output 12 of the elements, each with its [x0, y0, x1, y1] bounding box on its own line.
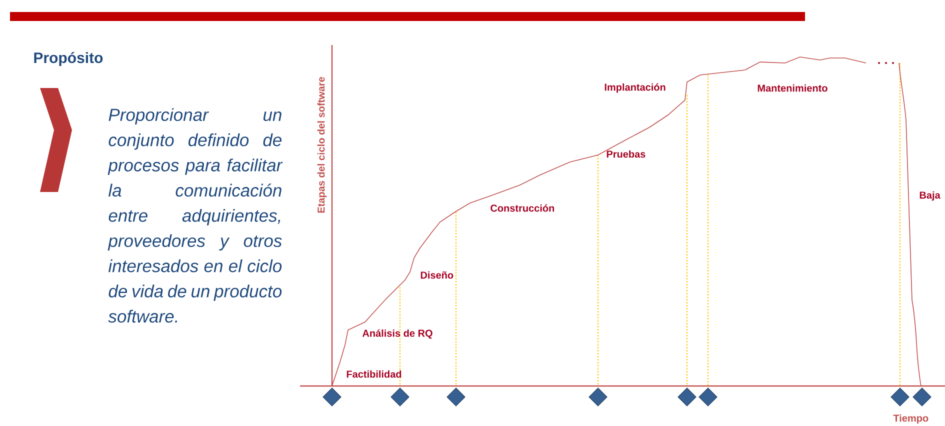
stage-label: Diseño	[420, 271, 454, 279]
stage-label: Análisis de RQ	[362, 329, 432, 339]
description-text: Proporcionar un conjunto definido de procesos para facilitar la comunicación entre adquirientes, proveedores y otros interesados en el ciclo de vida de un producto software.	[108, 108, 283, 323]
stage-label: Implantación	[604, 83, 666, 93]
stage-label: Mantenimiento	[758, 84, 828, 92]
axis-label: Etapas del ciclo del software	[317, 77, 327, 213]
stage-label: Factibilidad	[346, 370, 402, 378]
axis-label: Tiempo	[893, 414, 928, 424]
stage-label: Pruebas	[606, 150, 646, 158]
heading: Propósito	[34, 52, 103, 66]
stage-label: Construcción	[490, 204, 554, 212]
stage-label: Baja	[920, 191, 940, 201]
